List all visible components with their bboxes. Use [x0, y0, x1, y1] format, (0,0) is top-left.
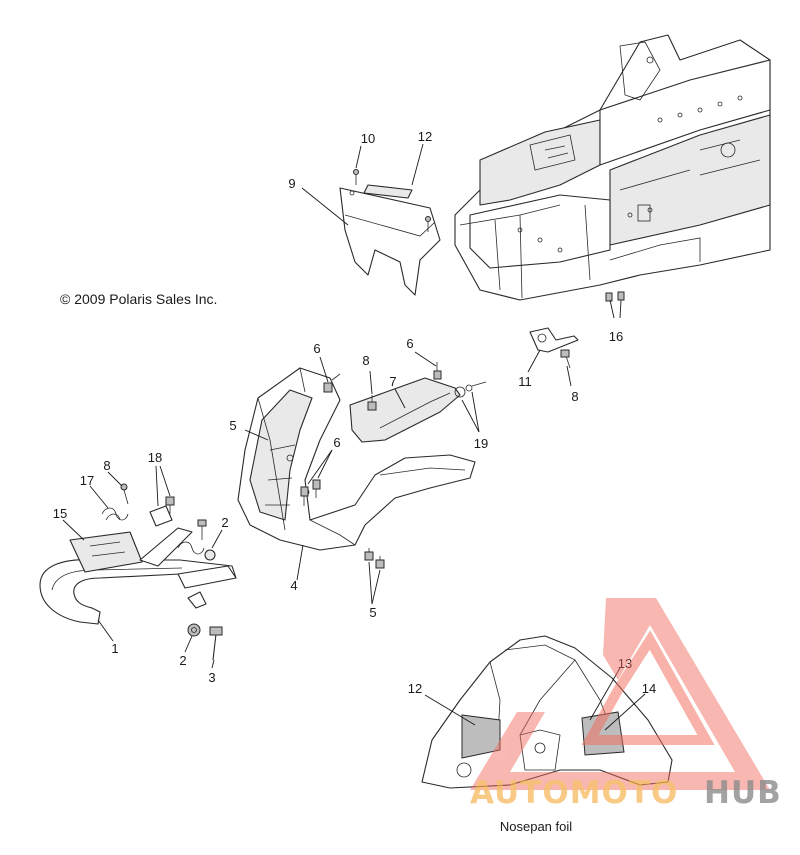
watermark-automoto: AUTOMOTO	[470, 775, 678, 811]
watermark-triangle-logo	[470, 598, 770, 790]
callout-6: 6	[333, 435, 340, 450]
side-panel-7	[349, 377, 461, 443]
clips-19	[454, 381, 487, 398]
callout-12: 12	[418, 129, 432, 144]
callout-10: 10	[361, 131, 375, 146]
callout-15: 15	[53, 506, 67, 521]
bolt-8-clip	[120, 483, 129, 505]
callout-19: 19	[474, 436, 488, 451]
callout-11: 11	[518, 374, 532, 389]
fasteners-16	[605, 291, 625, 302]
callout-2: 2	[221, 515, 228, 530]
callout-3: 3	[208, 670, 215, 685]
bolt-3	[209, 626, 223, 661]
callout-6: 6	[406, 336, 413, 351]
spring-clip-2	[177, 519, 216, 561]
callout-5: 5	[369, 605, 376, 620]
chassis-frame	[454, 34, 771, 301]
callout-7: 7	[389, 374, 396, 389]
bolt-8-panel	[367, 395, 377, 411]
callout-5: 5	[229, 418, 236, 433]
watermark-hub: HUB	[704, 775, 782, 811]
callout-9: 9	[288, 176, 295, 191]
callout-12: 12	[408, 681, 422, 696]
callout-6: 6	[313, 341, 320, 356]
callout-16: 16	[609, 329, 623, 344]
rivets-6-nosepan	[300, 373, 341, 506]
callout-8: 8	[571, 389, 578, 404]
bolt-8-bracket	[560, 349, 571, 369]
callout-8: 8	[362, 353, 369, 368]
rivets-5	[364, 548, 385, 569]
callouts: 10 12 9 16 11 8 6 8 6 7 5 6 19 17 8 18 1…	[53, 129, 656, 696]
callout-2: 2	[179, 653, 186, 668]
callout-17: 17	[80, 473, 94, 488]
callout-14: 14	[642, 681, 656, 696]
detail-caption: Nosepan foil	[500, 819, 572, 834]
nut-2	[187, 623, 201, 637]
clamps-18	[149, 496, 175, 527]
mount-bracket-11	[529, 327, 579, 353]
nosepan-4	[237, 367, 476, 551]
copyright-notice: © 2009 Polaris Sales Inc.	[60, 291, 217, 307]
automotohub-watermark: AUTOMOTO HUB	[470, 598, 782, 811]
screw-10	[353, 169, 359, 185]
callout-1: 1	[111, 641, 118, 656]
callout-4: 4	[290, 578, 297, 593]
callout-18: 18	[148, 450, 162, 465]
spring-clip-17	[101, 507, 129, 521]
callout-8: 8	[103, 458, 110, 473]
bumper-assembly	[39, 527, 237, 625]
heat-shield-panel	[339, 187, 441, 296]
foil-label	[363, 184, 413, 199]
watermark-inner-triangle	[581, 630, 715, 745]
rivet-6-panel	[433, 362, 442, 380]
screw-10b	[425, 216, 431, 232]
leader-lines	[62, 143, 646, 731]
